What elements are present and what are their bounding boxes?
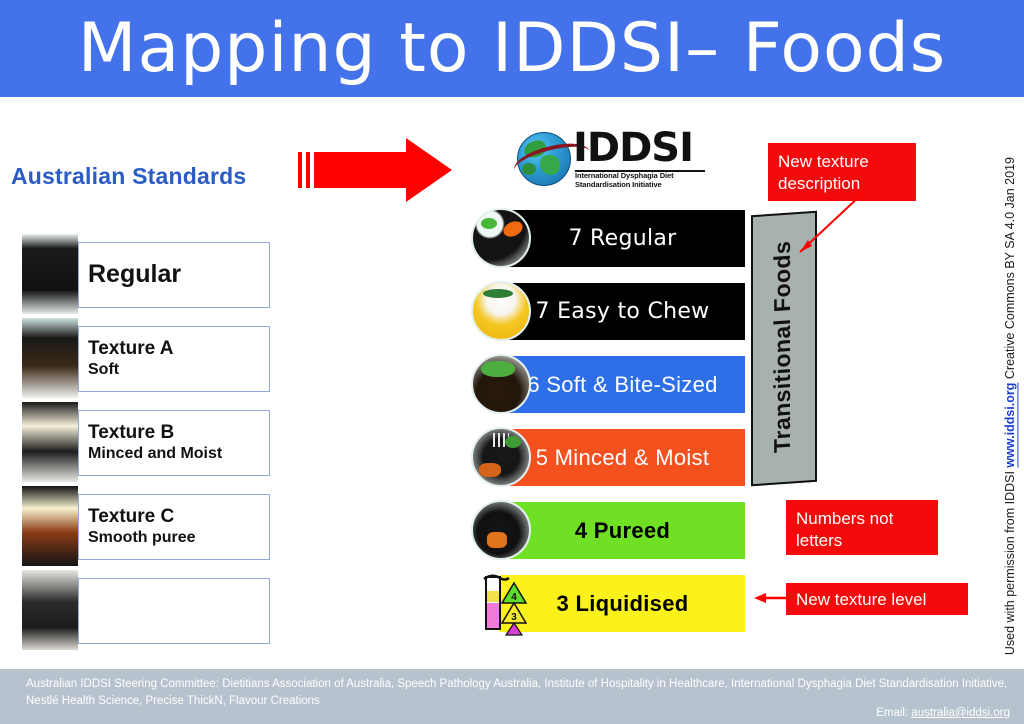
level-bar-6-soft-bite-sized[interactable]: 6 Soft & Bite-Sized <box>500 356 745 413</box>
row-line2: Smooth puree <box>88 529 196 547</box>
row-line1: Texture B <box>88 421 175 443</box>
row-line1: Texture A <box>88 337 174 359</box>
level-row[interactable]: 3 Liquidised 4 3 <box>462 571 762 644</box>
row-box <box>78 242 270 308</box>
liquidised-syringe-icon: 4 3 <box>471 571 533 636</box>
row-line2: Minced and Moist <box>88 445 223 463</box>
list-item[interactable]: Texture A Soft <box>22 318 272 402</box>
row-line2: Soft <box>88 361 120 379</box>
footer-email-label: Email: <box>876 707 912 719</box>
title-banner <box>0 0 1024 97</box>
footer-line2: Nestlé Health Science, Precise ThickN, F… <box>26 694 320 707</box>
callout-leader-arrow-icon <box>799 193 863 253</box>
footer-line1: Australian IDDSI Steering Committee: Die… <box>26 678 1008 690</box>
level-row[interactable]: 4 Pureed <box>462 498 762 571</box>
level-bar-5-minced-moist[interactable]: 5 Minced & Moist <box>500 429 745 486</box>
transitional-foods-label: Transitional Foods <box>768 239 795 454</box>
level-bar-3-liquidised[interactable]: 3 Liquidised <box>500 575 745 632</box>
callout-new-texture-description: New texture description <box>768 143 916 201</box>
page-title: Mapping to IDDSI– Foods <box>77 8 947 88</box>
iddsi-level-list: 7 Regular 7 Easy to Chew 6 Soft & Bite-S… <box>462 206 762 644</box>
row-text <box>88 578 268 644</box>
list-item[interactable]: Texture C Smooth puree <box>22 486 272 570</box>
minced-moist-thumbnail <box>22 402 78 482</box>
row-text: Texture C Smooth puree <box>88 494 268 560</box>
svg-text:3: 3 <box>511 612 517 623</box>
logo-subtitle-line2: Standardisation Initiative <box>575 179 662 189</box>
row-text: Texture A Soft <box>88 326 268 392</box>
attribution-vertical: Used with permission from IDDSI www.idds… <box>998 125 1022 655</box>
row-text: Regular <box>88 242 268 308</box>
row-box <box>78 494 270 560</box>
list-item[interactable]: Texture B Minced and Moist <box>22 402 272 486</box>
callout-new-texture-level: New texture level <box>786 583 968 615</box>
logo-divider <box>575 170 705 172</box>
plate-of-food-thumbnail <box>22 234 78 314</box>
easy-to-chew-thumbnail <box>471 279 533 343</box>
logo-subtitle-line1: International Dysphagia Diet <box>575 171 674 180</box>
footer-email-link[interactable]: australia@iddsi.org <box>911 707 1010 719</box>
footer-bar: Australian IDDSI Steering Committee: Die… <box>0 669 1024 724</box>
footer-credits: Australian IDDSI Steering Committee: Die… <box>26 676 1010 709</box>
footer-email-block: Email: australia@iddsi.org <box>876 707 1010 719</box>
level-bar-4-pureed[interactable]: 4 Pureed <box>500 502 745 559</box>
minced-moist-thumbnail <box>471 425 533 489</box>
liquid-spoon-thumbnail <box>22 570 78 650</box>
iddsi-logo: IDDSI International Dysphagia Diet Stand… <box>510 125 710 192</box>
globe-icon <box>517 132 571 186</box>
level-row[interactable]: 5 Minced & Moist <box>462 425 762 498</box>
row-box <box>78 578 270 644</box>
level-bar-7-regular[interactable]: 7 Regular <box>500 210 745 267</box>
red-right-arrow-icon <box>296 134 456 206</box>
row-line1: Texture C <box>88 505 175 527</box>
list-item[interactable]: Regular <box>22 234 272 318</box>
level-row[interactable]: 7 Regular <box>462 206 762 279</box>
soft-food-thumbnail <box>22 318 78 398</box>
soft-bite-sized-thumbnail <box>471 352 533 416</box>
logo-wordmark: IDDSI <box>573 125 694 171</box>
callout-numbers-not-letters: Numbers not letters <box>786 500 938 555</box>
attribution-prefix: Used with permission from IDDSI <box>1003 467 1017 655</box>
australian-standards-heading: Australian Standards <box>11 163 247 189</box>
iddsi-website-link[interactable]: www.iddsi.org <box>1003 382 1017 468</box>
list-item[interactable] <box>22 570 272 654</box>
level-row[interactable]: 6 Soft & Bite-Sized <box>462 352 762 425</box>
australian-standards-list: Regular Texture A Soft Texture B Minced … <box>22 234 272 654</box>
logo-subtitle: International Dysphagia Diet Standardisa… <box>575 171 710 190</box>
regular-food-thumbnail <box>471 206 533 270</box>
level-row[interactable]: 7 Easy to Chew <box>462 279 762 352</box>
row-box <box>78 410 270 476</box>
new-texture-level-arrow-icon <box>754 593 790 603</box>
svg-text:4: 4 <box>511 592 517 603</box>
pureed-thumbnail <box>471 498 533 562</box>
level-bar-7-easy-to-chew[interactable]: 7 Easy to Chew <box>500 283 745 340</box>
row-line1: Regular <box>88 260 182 289</box>
smooth-puree-thumbnail <box>22 486 78 566</box>
attribution-suffix: Creative Commons BY SA 4.0 Jan 2019 <box>1003 156 1017 383</box>
row-text: Texture B Minced and Moist <box>88 410 268 476</box>
row-box <box>78 326 270 392</box>
